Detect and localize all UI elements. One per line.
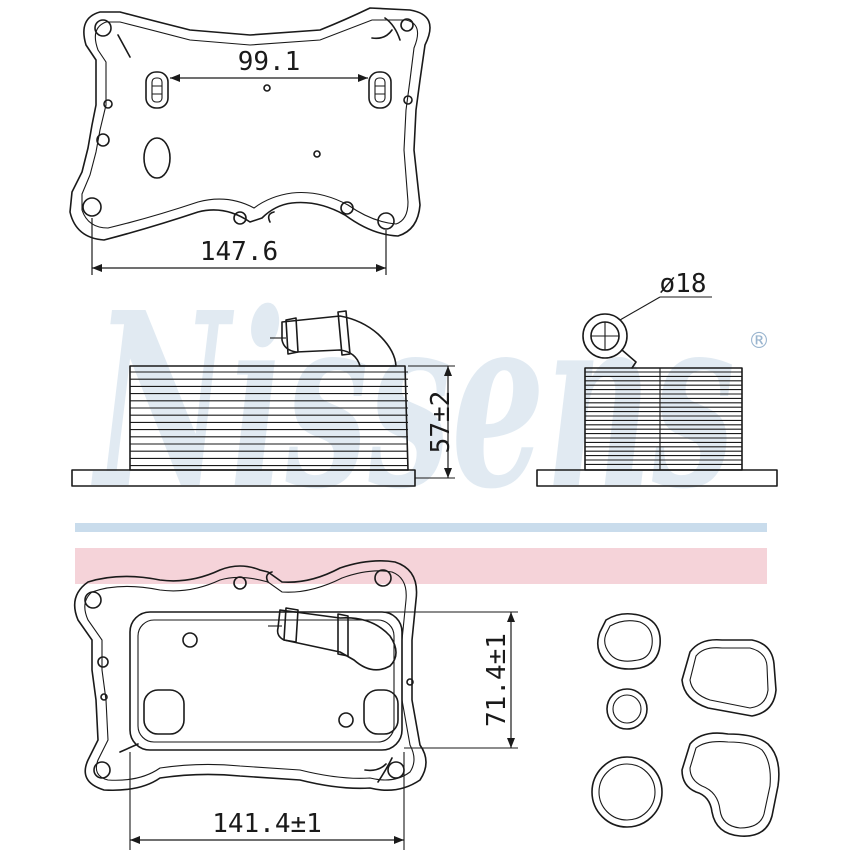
gasket-small-round xyxy=(606,688,648,730)
top-view xyxy=(69,7,431,241)
gasket-large-round xyxy=(591,756,663,828)
side-view: 57±2 xyxy=(71,310,456,487)
dimension-label-port-diameter: ø18 xyxy=(660,269,707,299)
gasket-top-left xyxy=(596,612,661,670)
gasket-right-upper xyxy=(681,638,777,717)
dimension-label-bottom-height: 71.4±1 xyxy=(482,633,512,727)
top-bolt-spacing-dimension: 99.1 xyxy=(170,47,368,82)
gasket-right-lower xyxy=(681,732,780,837)
dimension-label-top-bolt-spacing: 99.1 xyxy=(238,47,301,77)
end-view: ø18 xyxy=(536,269,778,487)
stripe-blue xyxy=(75,523,767,532)
left-bolt-lug xyxy=(145,71,169,109)
bottom-view: 71.4±1 141.4±1 xyxy=(73,560,518,850)
dimension-label-side-height: 57±2 xyxy=(426,391,456,454)
top-width-dimension: 147.6 xyxy=(91,218,387,275)
dimension-label-top-width: 147.6 xyxy=(200,237,278,267)
watermark-registered-mark: ® xyxy=(748,329,770,354)
gasket-set xyxy=(591,612,780,837)
dimension-label-bottom-width: 141.4±1 xyxy=(212,809,322,839)
right-bolt-lug xyxy=(368,71,392,109)
stripe-red xyxy=(75,548,767,584)
